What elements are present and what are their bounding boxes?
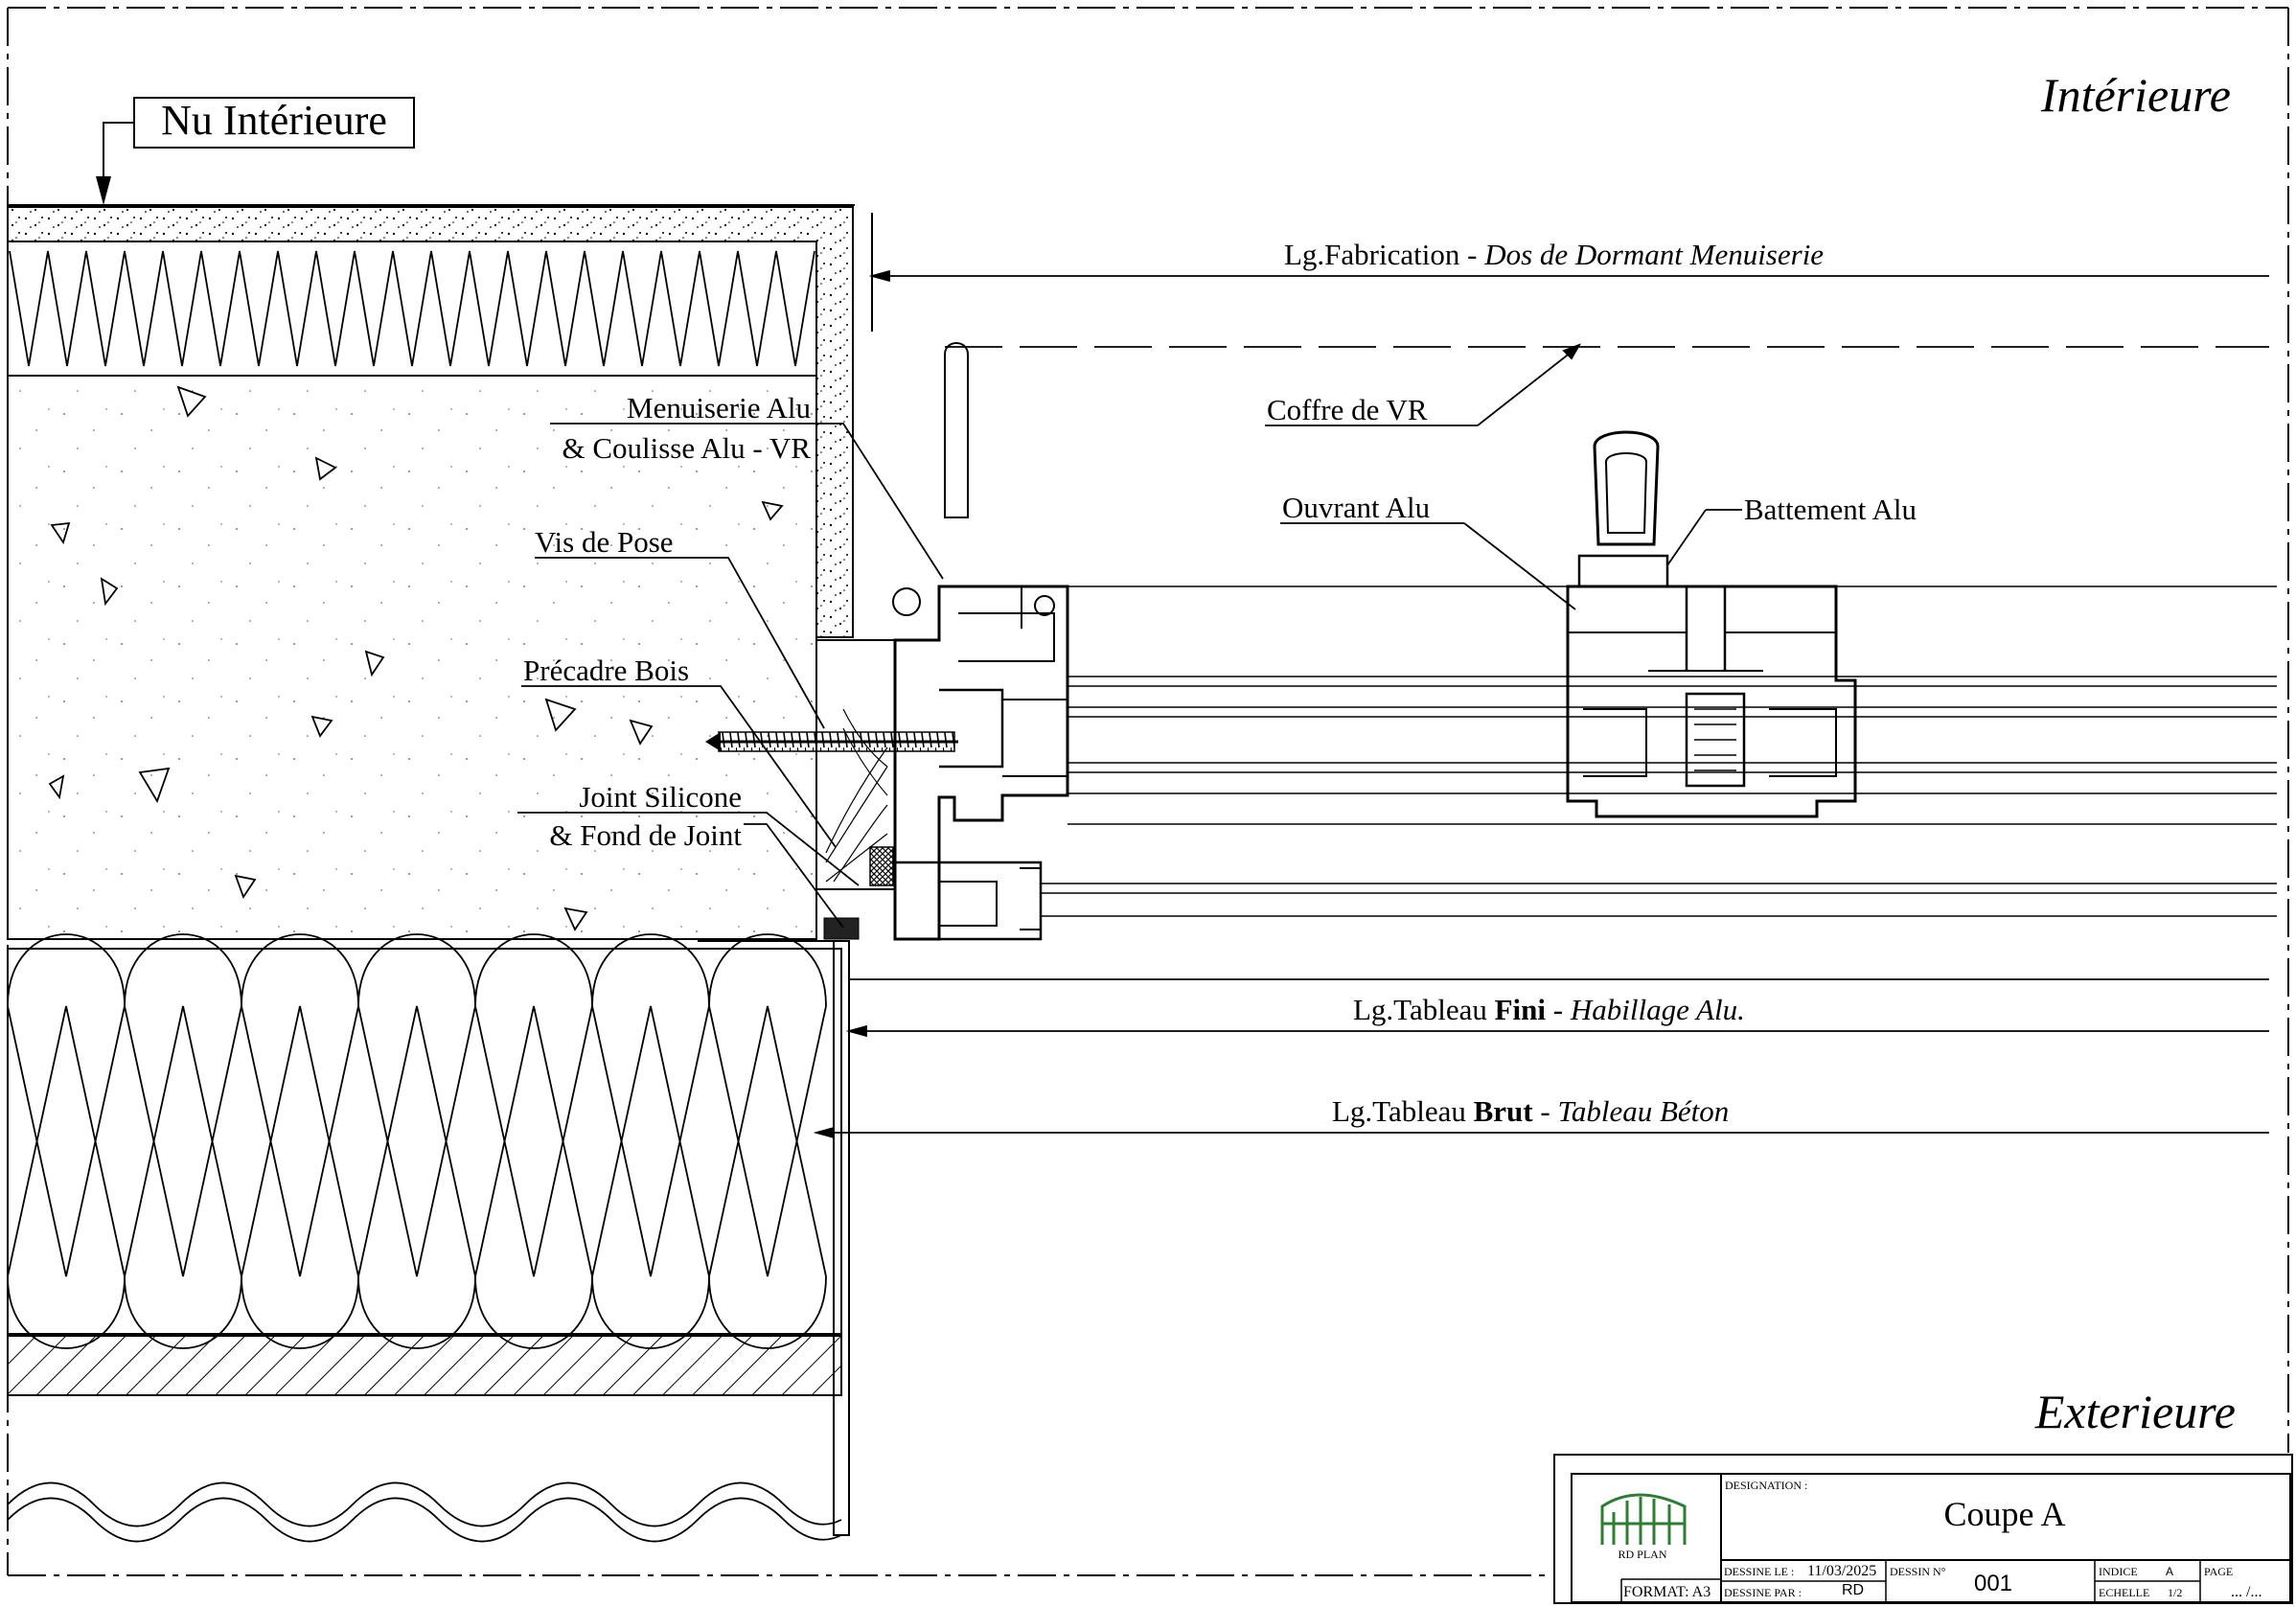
dessin-no-label: DESSIN N°	[1890, 1565, 1946, 1578]
dim-brut-bold: Brut	[1474, 1094, 1534, 1128]
label-joint-2: & Fond de Joint	[549, 818, 742, 852]
hatched-band	[7, 1335, 842, 1396]
label-coffre: Coffre de VR	[1267, 393, 1428, 426]
top-insulation	[7, 241, 817, 377]
zone-interior: Intérieure	[2040, 68, 2231, 122]
tag-nu-interieure: Nu Intérieure	[96, 97, 415, 205]
alu-cladding-plate	[698, 940, 850, 1536]
dim-fabrication-prefix: Lg.Fabrication -	[1284, 238, 1484, 271]
svg-text:Lg.Fabrication - Dos de Dorman: Lg.Fabrication - Dos de Dormant Menuiser…	[1284, 238, 1824, 271]
format-value: FORMAT: A3	[1623, 1584, 1711, 1600]
cladding-wave	[7, 1481, 842, 1543]
dessine-par-label: DESSINE PAR :	[1724, 1586, 1802, 1599]
dessin-no-value: 001	[1974, 1571, 2012, 1596]
dim-fini-bold: Fini	[1495, 993, 1547, 1026]
dim-fini-sep: -	[1546, 993, 1571, 1026]
label-menuiserie-2: & Coulisse Alu - VR	[562, 431, 811, 465]
bottom-insulation	[7, 933, 842, 1349]
dim-fabrication-italic: Dos de Dormant Menuiserie	[1483, 238, 1824, 271]
logo-text: RD PLAN	[1618, 1548, 1666, 1561]
dessine-par-value: RD	[1842, 1582, 1864, 1598]
echelle-value: 1/2	[2168, 1586, 2182, 1599]
indice-label: INDICE	[2099, 1565, 2138, 1578]
page-label: PAGE	[2204, 1565, 2233, 1578]
label-precadre: Précadre Bois	[523, 654, 689, 687]
designation-label: DESIGNATION :	[1725, 1479, 1807, 1492]
label-joint-1: Joint Silicone	[579, 780, 742, 814]
svg-text:Lg.Tableau Fini - Habillage Al: Lg.Tableau Fini - Habillage Alu.	[1353, 993, 1745, 1026]
callouts	[517, 343, 1742, 929]
dimension-lines	[813, 269, 2269, 1139]
echelle-label: ECHELLE	[2099, 1586, 2149, 1599]
tag-text: Nu Intérieure	[161, 97, 387, 144]
dim-brut-italic: Tableau Béton	[1557, 1094, 1729, 1128]
label-menuiserie-1: Menuiserie Alu	[627, 391, 811, 425]
dim-brut: Lg.Tableau Brut - Tableau Béton	[1332, 1094, 1729, 1128]
label-ouvrant: Ouvrant Alu	[1282, 491, 1430, 524]
label-battement: Battement Alu	[1744, 493, 1917, 526]
callout-labels: Menuiserie Alu & Coulisse Alu - VR Vis d…	[523, 391, 1917, 852]
dim-brut-sep: -	[1533, 1094, 1558, 1128]
dim-fini-prefix: Lg.Tableau	[1353, 993, 1495, 1026]
dessine-le-label: DESSINE LE :	[1724, 1565, 1794, 1578]
svg-text:Lg.Tableau Brut - Tableau Béto: Lg.Tableau Brut - Tableau Béton	[1332, 1094, 1729, 1128]
dim-fini: Lg.Tableau Fini - Habillage Alu.	[1353, 993, 1745, 1026]
title-block: RD PLAN DESIGNATION : Coupe A FORMAT: A3…	[1553, 1454, 2293, 1604]
concrete-wall	[7, 375, 817, 940]
dim-brut-prefix: Lg.Tableau	[1332, 1094, 1474, 1128]
dessine-le-value: 11/03/2025	[1807, 1563, 1876, 1579]
label-vis: Vis de Pose	[535, 525, 674, 559]
logo-icon	[1600, 1493, 1687, 1545]
designation-value: Coupe A	[1943, 1495, 2065, 1533]
dim-fabrication: Lg.Fabrication - Dos de Dormant Menuiser…	[1284, 238, 1824, 271]
window-frame-assembly	[705, 342, 2277, 941]
indice-value: A	[2166, 1565, 2173, 1578]
page-value: ... /...	[2231, 1584, 2262, 1600]
zone-exterior: Exterieure	[2034, 1385, 2236, 1438]
dim-fini-italic: Habillage Alu.	[1570, 993, 1745, 1026]
